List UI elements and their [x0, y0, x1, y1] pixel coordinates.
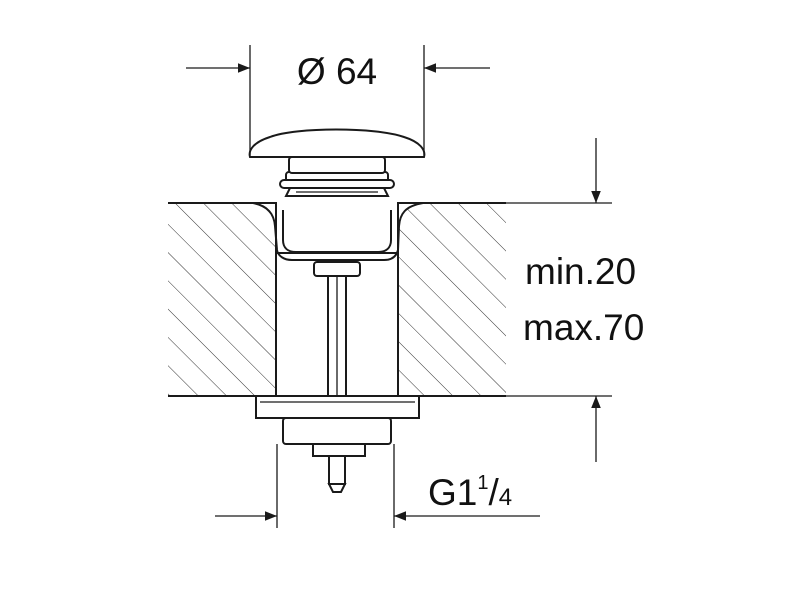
thread-dimension: G11/4	[215, 444, 540, 528]
valve-stem-top	[288, 156, 386, 174]
thread-label-base: G1	[428, 472, 477, 513]
valve-flange	[252, 202, 424, 261]
valve-tailpiece	[328, 455, 346, 485]
countertop-right-section	[398, 203, 506, 396]
diameter-label: Ø 64	[297, 51, 377, 92]
thread-label: G11/4	[428, 472, 512, 513]
valve-neck-ring	[279, 179, 395, 189]
valve-body	[282, 210, 392, 253]
thread-label-numerator: 1	[477, 472, 488, 494]
drain-valve	[248, 128, 426, 493]
valve-tailpiece-tip	[327, 483, 347, 493]
thickness-dimension: min.20 max.70	[506, 138, 644, 462]
thickness-max-label: max.70	[523, 307, 644, 348]
thread-label-slash: /	[488, 472, 499, 513]
thread-label-denominator: 4	[499, 484, 512, 511]
valve-rod-nut	[313, 261, 361, 277]
diameter-dimension: Ø 64	[186, 45, 490, 155]
valve-lower-nut	[282, 417, 392, 445]
valve-cap	[248, 128, 426, 158]
valve-tailpiece-flange	[312, 443, 366, 457]
thickness-min-label: min.20	[525, 251, 636, 292]
valve-washer	[255, 395, 420, 419]
countertop-left-section	[168, 203, 276, 396]
